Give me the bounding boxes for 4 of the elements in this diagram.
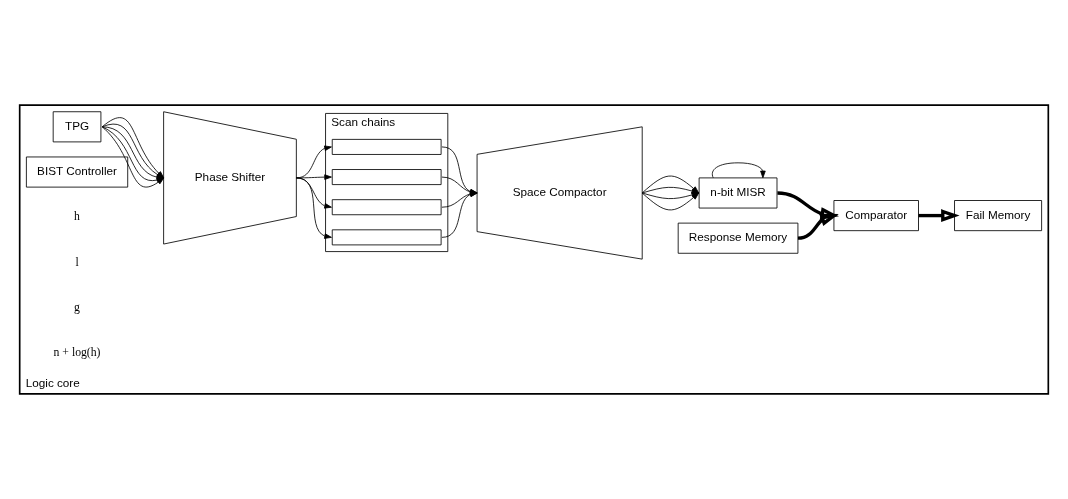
label: h xyxy=(74,210,80,224)
label: l xyxy=(75,255,79,269)
label: g xyxy=(74,300,80,314)
label: n + log(h) xyxy=(53,346,101,360)
